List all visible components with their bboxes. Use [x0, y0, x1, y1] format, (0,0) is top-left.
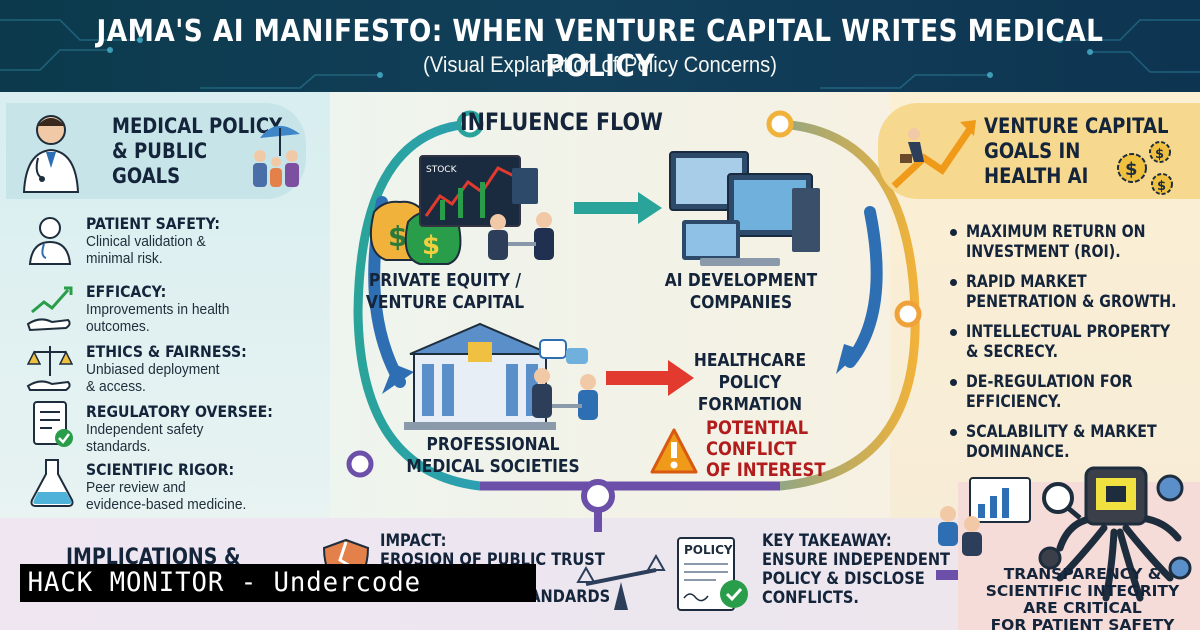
- page-title: JAMA'S AI MANIFESTO: WHEN VENTURE CAPITA…: [96, 14, 1104, 84]
- ring-node: [346, 450, 374, 478]
- checklist-icon: [33, 401, 73, 447]
- policy-document-icon: POLICY: [677, 537, 748, 611]
- svg-text:POLICY: POLICY: [684, 543, 733, 557]
- doctor-icon: [22, 115, 80, 193]
- vc-goals-list: MAXIMUM RETURN ON INVESTMENT (ROI). RAPI…: [948, 222, 1200, 482]
- doctor-icon: [28, 217, 72, 265]
- unbalanced-scale-icon: [576, 553, 666, 610]
- ring-node: [766, 110, 794, 138]
- node-ai-dev-label: AI DEVELOPMENT COMPANIES: [664, 270, 818, 313]
- right-panel-heading: VENTURE CAPITAL GOALS IN HEALTH AI: [984, 114, 1169, 188]
- implications-heading: IMPLICATIONS &: [66, 545, 241, 570]
- flask-icon: [30, 459, 74, 507]
- family-umbrella-icon: [253, 125, 300, 187]
- circuit-pattern: [0, 19, 1200, 89]
- left-goals-list: PATIENT SAFETY: Clinical validation & mi…: [0, 206, 330, 518]
- svg-text:$: $: [1125, 159, 1138, 180]
- growth-hand-icon: [26, 286, 73, 332]
- business-people-icon: [488, 212, 554, 260]
- influence-flow-title: INFLUENCE FLOW: [460, 108, 663, 136]
- stock-chart-icon: STOCK: [419, 155, 538, 227]
- node-pe-vc-label: PRIVATE EQUITY / VENTURE CAPITAL: [365, 270, 525, 313]
- left-panel-heading: MEDICAL POLICY & PUBLIC GOALS: [112, 114, 283, 188]
- svg-text:$: $: [1155, 147, 1164, 162]
- svg-text:STOCK: STOCK: [426, 165, 458, 175]
- page-subtitle: (Visual Explanation of Policy Concerns): [422, 52, 777, 77]
- hack-monitor-watermark: HACK MONITOR - Undercode: [20, 564, 536, 602]
- ring-node: [581, 479, 615, 513]
- transparency-message: TRANSPARENCY & SCIENTIFIC INTEGRITY ARE …: [985, 565, 1180, 630]
- ring-node: [456, 110, 484, 138]
- conflict-of-interest-label: POTENTIAL CONFLICT OF INTEREST: [706, 417, 826, 481]
- influence-flow-diagram: $ $ STOCK: [346, 110, 922, 532]
- dollar-gears-icon: $ $ $: [1117, 141, 1173, 195]
- right-panel-heading-box: [878, 103, 1200, 199]
- meeting-icon: [532, 339, 598, 420]
- team-analytics-illustration: [938, 477, 1031, 556]
- key-takeaway-text: KEY TAKEAWAY: ENSURE INDEPENDENT POLICY …: [762, 531, 951, 608]
- octopus-computer-icon: [1038, 466, 1192, 602]
- growth-runner-icon: [891, 120, 976, 189]
- svg-text:$: $: [388, 220, 407, 253]
- ring-node: [894, 300, 922, 328]
- node-policy-label: HEALTHCARE POLICY FORMATION: [693, 350, 807, 415]
- computer-servers-icon: [669, 151, 820, 266]
- svg-text:$: $: [422, 231, 440, 261]
- warning-icon: [650, 428, 698, 474]
- svg-text:$: $: [1157, 179, 1166, 194]
- node-societies-label: PROFESSIONAL MEDICAL SOCIETIES: [406, 434, 580, 477]
- header-banner: JAMA'S AI MANIFESTO: WHEN VENTURE CAPITA…: [0, 0, 1200, 92]
- scales-icon: [26, 346, 74, 391]
